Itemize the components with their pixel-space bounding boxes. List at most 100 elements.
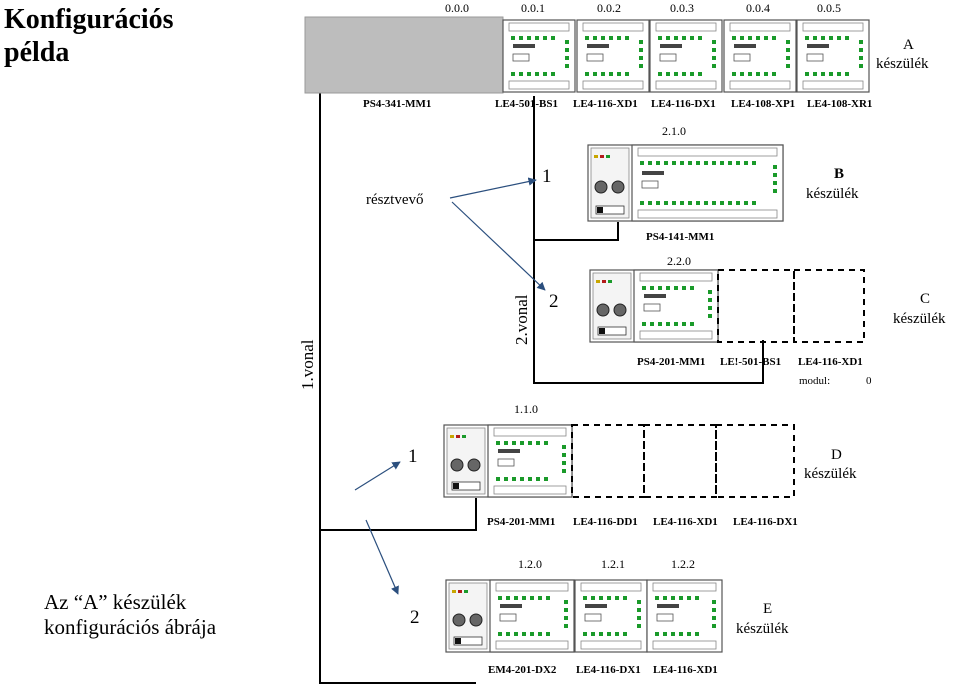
device-e-cpu-io: [489, 579, 575, 653]
rotary-switch: [452, 613, 466, 627]
status-led: [642, 322, 646, 326]
status-led: [744, 161, 748, 165]
status-led: [637, 608, 641, 612]
status-led: [564, 624, 568, 628]
module-logo: [585, 604, 607, 608]
status-led: [728, 161, 732, 165]
status-led: [805, 72, 809, 76]
status-led: [740, 36, 744, 40]
cpu-led: [450, 435, 454, 438]
status-led: [538, 632, 542, 636]
status-led: [623, 632, 627, 636]
status-led: [530, 596, 534, 600]
title-line-2: példa: [4, 36, 70, 68]
status-led: [544, 477, 548, 481]
module-a-1: LE4-501-BS1: [495, 98, 558, 110]
status-led: [546, 596, 550, 600]
status-led: [639, 40, 643, 44]
arrow-to-e: [365, 519, 399, 595]
status-led: [640, 161, 644, 165]
status-led: [528, 477, 532, 481]
participant-number-b: 1: [542, 166, 552, 187]
status-led: [695, 632, 699, 636]
status-led: [712, 608, 716, 612]
address-d-0: 1.1.0: [514, 402, 538, 416]
status-led: [565, 56, 569, 60]
page-title: Konfigurációs példa: [4, 4, 174, 70]
module-logo: [642, 171, 664, 175]
device-c-letter: C: [920, 291, 930, 307]
rotary-switch: [613, 303, 627, 317]
module-logo: [657, 604, 679, 608]
status-led: [656, 161, 660, 165]
title-line-1: Konfigurációs: [4, 4, 174, 35]
status-led: [601, 72, 605, 76]
status-led: [637, 616, 641, 620]
status-led: [551, 36, 555, 40]
status-led: [687, 596, 691, 600]
top-terminal: [639, 272, 713, 282]
device-d-slot-1: [571, 424, 645, 498]
device-a-word: készülék: [876, 56, 929, 72]
status-led: [821, 36, 825, 40]
line-2-branch-b: [534, 222, 619, 241]
status-led: [551, 72, 555, 76]
participant-number-c: 2: [549, 291, 559, 312]
status-led: [623, 596, 627, 600]
bus-lines: [319, 93, 764, 684]
status-led: [639, 56, 643, 60]
status-led: [615, 596, 619, 600]
device-d-slot-3: [715, 424, 795, 498]
module-a-5: LE4-108-XR1: [807, 98, 872, 110]
participant-number-d: 1: [408, 446, 418, 467]
status-led: [615, 632, 619, 636]
status-led: [821, 72, 825, 76]
status-led: [740, 72, 744, 76]
status-led: [690, 36, 694, 40]
status-led: [704, 161, 708, 165]
status-led: [682, 322, 686, 326]
top-terminal: [580, 582, 642, 592]
status-led: [585, 72, 589, 76]
status-led: [536, 477, 540, 481]
status-led: [773, 173, 777, 177]
status-led: [666, 72, 670, 76]
address-a-3: 0.0.3: [670, 1, 694, 15]
module-logo: [807, 44, 829, 48]
module-label-plate: [586, 53, 604, 62]
top-terminal: [802, 22, 864, 32]
cpu-led: [606, 155, 610, 158]
module-d-3: LE4-116-DX1: [733, 516, 798, 528]
status-led: [511, 36, 515, 40]
status-led: [642, 286, 646, 290]
status-led: [527, 36, 531, 40]
cpu-led: [602, 280, 606, 283]
status-led: [773, 189, 777, 193]
address-labels: 0.0.0 0.0.1 0.0.2 0.0.3 0.0.4 0.0.5 2.1.…: [445, 1, 841, 571]
status-led: [674, 286, 678, 290]
status-led: [773, 165, 777, 169]
module-b-0: PS4-141-MM1: [646, 231, 714, 243]
status-led: [682, 72, 686, 76]
status-led: [543, 72, 547, 76]
status-led: [496, 477, 500, 481]
status-led: [688, 161, 692, 165]
figure-caption: Az “A” készülék konfigurációs ábrája: [44, 590, 216, 640]
status-led: [672, 201, 676, 205]
module-logo: [644, 294, 666, 298]
status-led: [637, 624, 641, 628]
address-c-0: 2.2.0: [667, 254, 691, 268]
status-led: [720, 201, 724, 205]
module-a-2: LE4-116-XD1: [573, 98, 638, 110]
device-a-module-1: [502, 19, 576, 93]
status-led: [648, 161, 652, 165]
status-led: [663, 632, 667, 636]
status-led: [544, 441, 548, 445]
status-led: [599, 632, 603, 636]
status-led: [708, 290, 712, 294]
status-led: [859, 48, 863, 52]
status-led: [829, 36, 833, 40]
status-led: [514, 596, 518, 600]
status-led: [671, 596, 675, 600]
bottom-terminal: [639, 330, 713, 340]
